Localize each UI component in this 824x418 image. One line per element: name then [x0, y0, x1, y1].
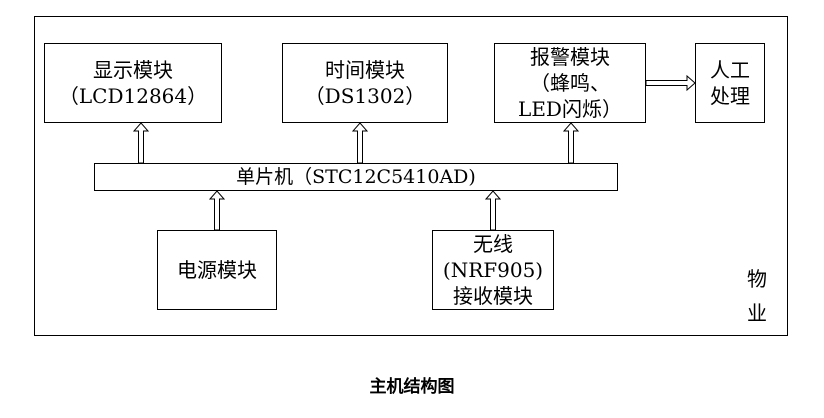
time-module-line-2: （DS1302）	[304, 84, 426, 108]
mcu-bus-box: 单片机（STC12C5410AD)	[94, 163, 618, 191]
display-module-line-1: 显示模块	[93, 58, 173, 82]
power-module-box: 电源模块	[157, 230, 277, 310]
arrow-mcu-to-time	[351, 122, 369, 164]
wireless-receiver-line-3: 接收模块	[453, 284, 533, 308]
arrow-alarm-to-manual	[645, 74, 696, 92]
wireless-receiver-line-1: 无线	[473, 232, 513, 256]
arrow-mcu-to-display	[132, 122, 150, 164]
display-module-line-2: （LCD12864）	[58, 84, 208, 108]
mcu-label: 单片机（STC12C5410AD)	[236, 166, 476, 188]
manual-handling-line-1: 人工	[710, 58, 750, 82]
arrow-wireless-to-mcu	[484, 190, 502, 231]
time-module-line-1: 时间模块	[325, 58, 405, 82]
power-module-line-1: 电源模块	[177, 258, 257, 282]
alarm-module-line-1: 报警模块	[530, 45, 610, 69]
time-module-box: 时间模块 （DS1302）	[282, 43, 448, 123]
arrow-power-to-mcu	[208, 190, 226, 231]
property-label-char-2: 业	[747, 301, 767, 325]
property-label: 物 业	[740, 262, 774, 330]
manual-handling-line-2: 处理	[710, 84, 750, 108]
alarm-module-box: 报警模块 （蜂鸣、 LED闪烁）	[494, 43, 646, 123]
wireless-receiver-box: 无线 (NRF905) 接收模块	[432, 230, 554, 310]
arrow-mcu-to-alarm	[562, 122, 580, 164]
property-label-char-1: 物	[747, 267, 767, 291]
diagram-caption: 主机结构图	[369, 377, 455, 397]
alarm-module-line-3: LED闪烁）	[518, 97, 622, 121]
alarm-module-line-2: （蜂鸣、	[530, 71, 610, 95]
wireless-receiver-line-2: (NRF905)	[442, 258, 544, 282]
display-module-box: 显示模块 （LCD12864）	[44, 43, 222, 123]
manual-handling-box: 人工 处理	[695, 43, 765, 123]
host-structure-frame	[34, 16, 788, 336]
